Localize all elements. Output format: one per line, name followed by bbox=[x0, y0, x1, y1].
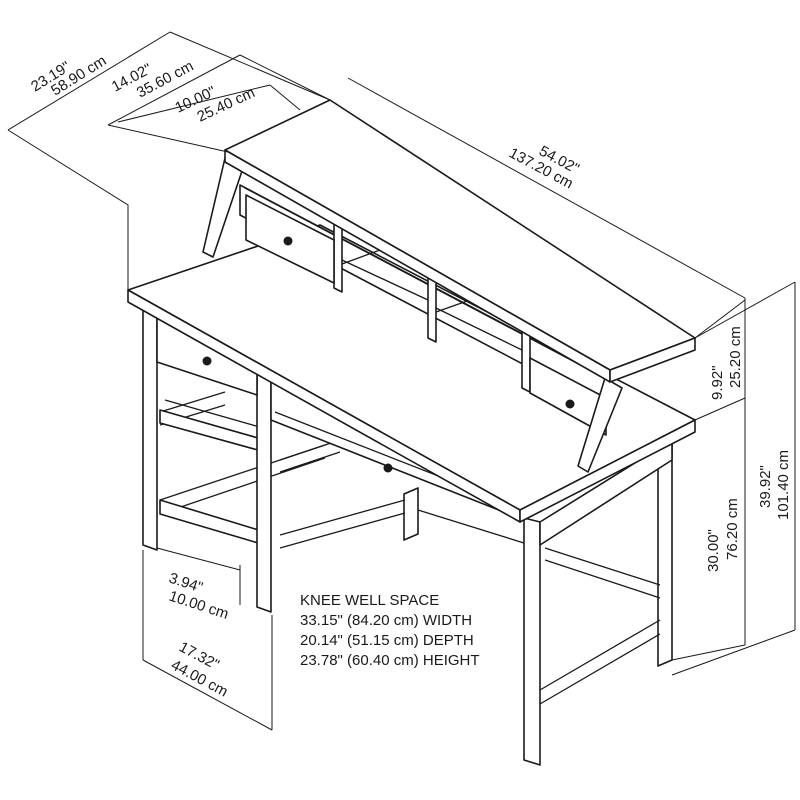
desk-depth-line bbox=[107, 54, 241, 126]
desk-depth-ext-right bbox=[239, 54, 331, 101]
desk-height-ext-bottom bbox=[671, 644, 746, 661]
left-bottom-shelf bbox=[159, 499, 266, 546]
total-height-ext-top bbox=[694, 281, 796, 339]
hutch-height-in-label: 9.92" bbox=[709, 365, 726, 400]
front-right-leg bbox=[523, 517, 541, 766]
knee-well-note: KNEE WELL SPACE 33.15" (84.20 cm) WIDTH … bbox=[300, 592, 480, 669]
hutch-shelf-line bbox=[244, 187, 606, 379]
right-lower-rail bbox=[539, 619, 661, 705]
desk-illustration bbox=[127, 99, 696, 766]
left-drawer-knob bbox=[202, 356, 212, 366]
desk-depth-ext-left bbox=[107, 124, 229, 153]
total-height-ext-bottom bbox=[671, 629, 796, 676]
left-back-bottom-rail bbox=[279, 499, 406, 549]
shelf-clearance-ext bbox=[156, 547, 241, 571]
width-ext-right bbox=[694, 299, 746, 339]
center-left-leg bbox=[256, 347, 272, 613]
knee-well-title: KNEE WELL SPACE bbox=[300, 592, 439, 609]
left-back-mid-rail bbox=[279, 439, 341, 473]
hutch-right-drawer bbox=[529, 357, 607, 436]
hutch-left-drawer-knob bbox=[283, 236, 293, 246]
hutch-right-drawer-knob bbox=[565, 399, 575, 409]
leg-span-line bbox=[142, 659, 273, 731]
total-height-cm-label: 101.40 cm bbox=[775, 450, 792, 520]
hutch-right-support bbox=[577, 377, 623, 473]
center-drawer-knob bbox=[383, 463, 393, 473]
knee-well-height: 23.78" (60.40 cm) HEIGHT bbox=[300, 652, 480, 669]
hutch-height-cm-label: 25.20 cm bbox=[727, 326, 744, 388]
cubby-interior-1 bbox=[341, 249, 429, 301]
hutch-depth-line bbox=[117, 84, 271, 123]
left-middle-shelf bbox=[159, 409, 266, 453]
hutch-depth-ext bbox=[269, 84, 301, 111]
front-left-leg bbox=[142, 307, 158, 551]
total-depth-ext-right bbox=[169, 31, 331, 101]
desk-top-right-edge bbox=[519, 419, 696, 523]
knee-well-depth: 20.14" (51.15 cm) DEPTH bbox=[300, 632, 474, 649]
total-height-in-label: 39.92" bbox=[757, 465, 774, 508]
hutch-left-support bbox=[202, 157, 244, 258]
back-center-leg bbox=[403, 487, 419, 541]
back-right-leg bbox=[657, 433, 673, 667]
right-side-stretcher bbox=[544, 547, 661, 599]
total-depth-line bbox=[7, 31, 171, 131]
width-line bbox=[347, 77, 746, 299]
cubby-interior-2 bbox=[435, 299, 523, 351]
left-back-shelf-top bbox=[164, 399, 271, 431]
desk-height-in-label: 30.00" bbox=[705, 529, 722, 572]
hutch-top-right-edge bbox=[609, 337, 696, 383]
desk-height-cm-label: 76.20 cm bbox=[724, 498, 741, 560]
dimension-lines bbox=[7, 31, 796, 731]
hutch-height-ext-bottom bbox=[694, 397, 746, 421]
hutch-divider-1 bbox=[333, 219, 343, 293]
back-lower-stretcher bbox=[417, 509, 541, 549]
knee-well-width: 33.15" (84.20 cm) WIDTH bbox=[300, 612, 472, 629]
total-depth-ext-left bbox=[7, 129, 129, 290]
left-side-lower-rail bbox=[159, 444, 326, 515]
